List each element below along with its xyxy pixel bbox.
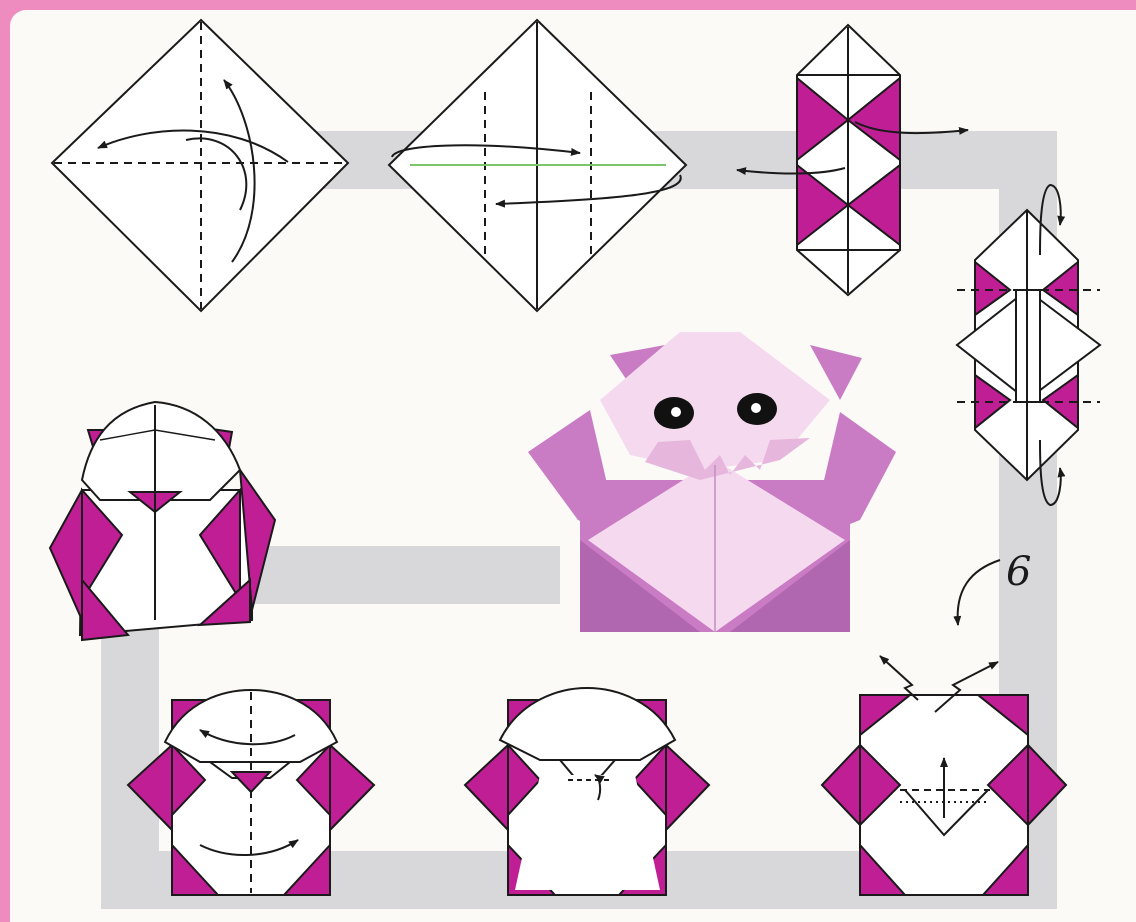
curved-arrow-icon	[958, 560, 1000, 625]
step-9-panda-left	[50, 402, 275, 640]
step-2-diamond	[389, 20, 686, 311]
step-number: 6	[1006, 549, 1031, 595]
finished-panda	[528, 332, 896, 632]
step-1-diamond	[52, 20, 348, 311]
step-4-hexagon	[957, 185, 1100, 505]
fold-arrow-icon	[880, 656, 918, 700]
origami-diagram: 6	[10, 10, 1136, 922]
step-6-arrow	[958, 560, 1000, 625]
instruction-page: 6	[10, 10, 1136, 922]
